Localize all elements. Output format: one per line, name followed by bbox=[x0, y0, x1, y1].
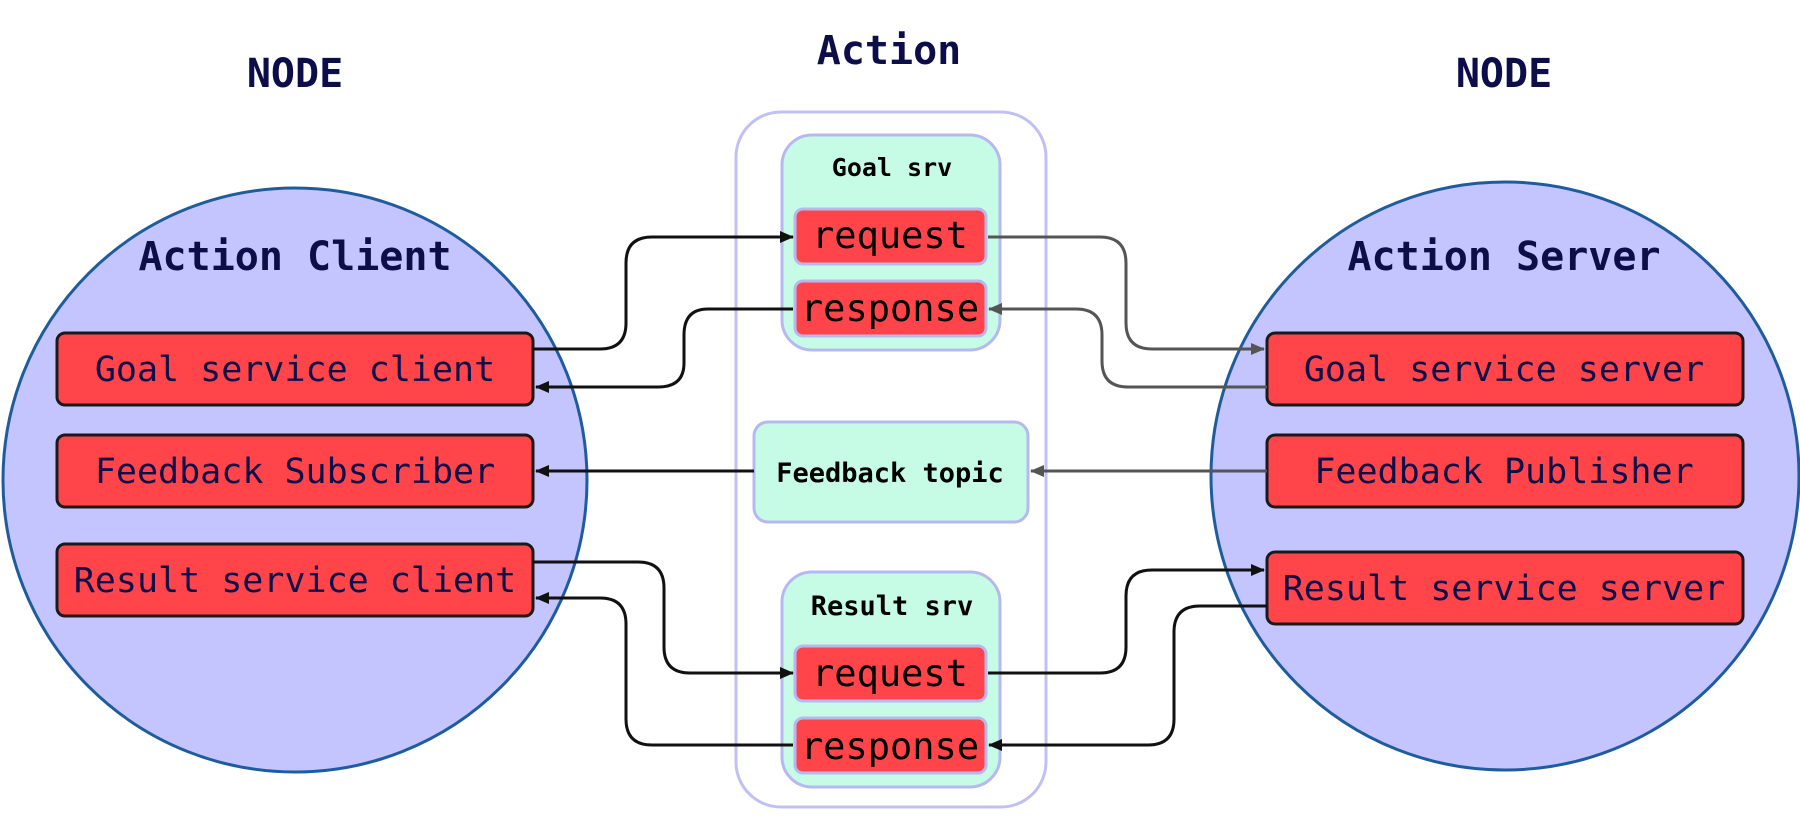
action-title: Action bbox=[817, 28, 962, 74]
arrow-result-request-to-server bbox=[988, 564, 1265, 675]
goal-service-client-box bbox=[55, 331, 535, 407]
result-request-port bbox=[793, 644, 988, 703]
result-service-client-box bbox=[55, 542, 535, 618]
result-response-label: response bbox=[801, 725, 979, 768]
feedback-subscriber-label: Feedback Subscriber bbox=[95, 452, 495, 492]
left-node-label: NODE bbox=[247, 51, 343, 97]
arrow-client-to-result-request bbox=[533, 560, 794, 679]
goal-srv-label: Goal srv bbox=[832, 153, 952, 182]
right-node-label: NODE bbox=[1456, 51, 1552, 97]
arrow-server-to-goal-response bbox=[988, 303, 1267, 389]
result-service-server-label: Result service server bbox=[1283, 569, 1726, 609]
goal-request-label: request bbox=[812, 214, 968, 257]
goal-service-server-box bbox=[1265, 331, 1745, 407]
feedback-topic-label: Feedback topic bbox=[776, 458, 1004, 489]
goal-response-port bbox=[793, 279, 988, 338]
arrow-client-to-goal-request bbox=[533, 231, 794, 351]
result-srv-label: Result srv bbox=[811, 591, 974, 622]
result-service-client-label: Result service client bbox=[74, 561, 517, 601]
goal-response-label: response bbox=[801, 287, 979, 330]
goal-service-client-label: Goal service client bbox=[95, 350, 495, 390]
feedback-subscriber-box bbox=[55, 433, 535, 509]
arrow-goal-request-to-server bbox=[988, 235, 1265, 355]
arrow-goal-response-to-client bbox=[535, 307, 793, 393]
arrow-result-response-to-client bbox=[535, 592, 793, 747]
result-service-server-box bbox=[1265, 550, 1745, 626]
goal-request-port bbox=[793, 207, 988, 266]
goal-service-server-label: Goal service server bbox=[1304, 350, 1704, 390]
result-response-port bbox=[793, 716, 988, 775]
arrow-server-to-result-response bbox=[988, 604, 1267, 751]
result-request-label: request bbox=[812, 652, 968, 695]
feedback-publisher-label: Feedback Publisher bbox=[1314, 452, 1693, 492]
action-server-title: Action Server bbox=[1347, 234, 1660, 280]
action-client-title: Action Client bbox=[138, 234, 451, 280]
